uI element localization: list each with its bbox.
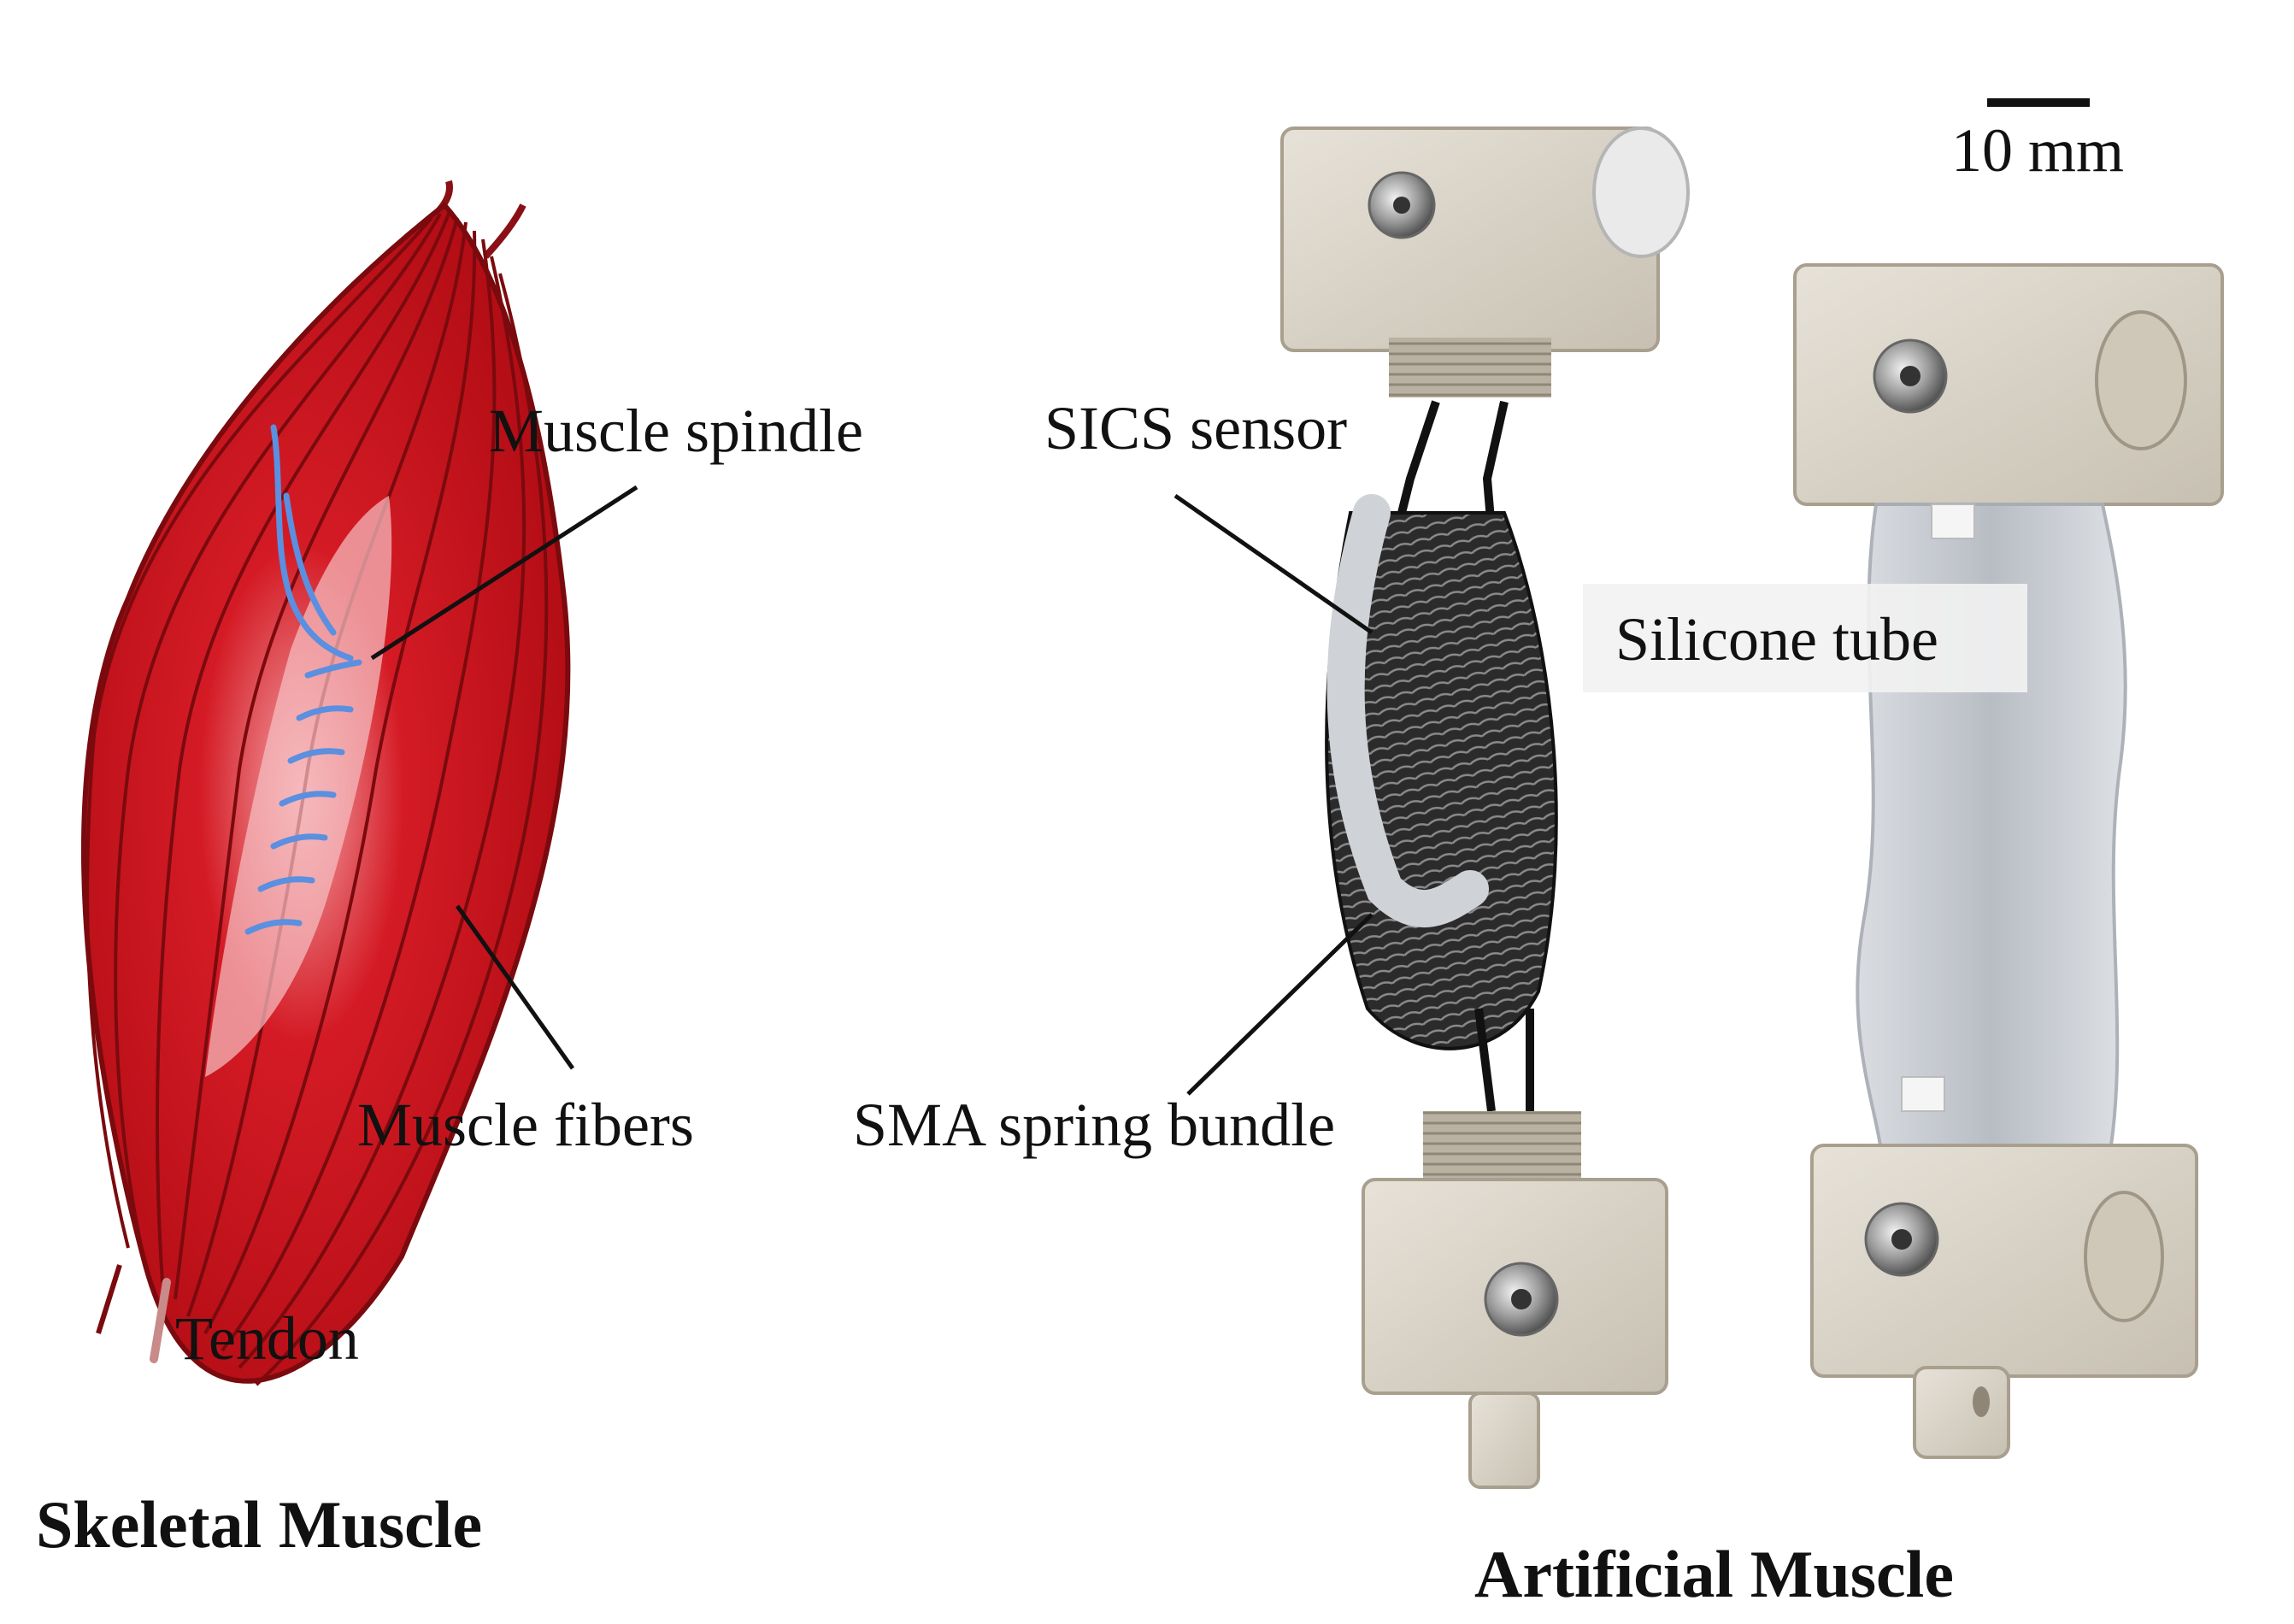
muscle-fibers-leader — [455, 904, 575, 1070]
bottom-screw-hole — [1511, 1289, 1532, 1309]
bottom-fitting-thread — [1423, 1111, 1581, 1180]
tube-bottom-port — [2084, 1191, 2164, 1322]
top-fitting-thread — [1389, 338, 1551, 397]
bottom-tab — [1468, 1392, 1540, 1489]
artificial-muscle-open-photo — [1280, 127, 1690, 1489]
bottom-wire — [1474, 1008, 1496, 1112]
top-cable-tie — [1931, 503, 1975, 539]
artificial-muscle-closed-photo — [1793, 263, 2224, 1459]
tube-top-port — [2095, 310, 2187, 450]
sics-sensor-tube — [1326, 494, 1489, 928]
muscle-spindle-label: Muscle spindle — [489, 397, 863, 465]
top-screw-hole — [1393, 197, 1410, 214]
sma-spring-leader — [1186, 913, 1373, 1096]
skeletal-muscle-illustration — [80, 179, 571, 1386]
silicone-tube-label: Silicone tube — [1615, 605, 1938, 674]
tube-bottom-tab-hole — [1973, 1386, 1990, 1417]
lower-tendon — [150, 1278, 171, 1363]
scale-bar-label: 10 mm — [1951, 116, 2124, 185]
muscle-spindle-nerve — [244, 424, 362, 935]
skeletal-muscle-title: Skeletal Muscle — [36, 1487, 482, 1562]
lower-tendon-strand — [96, 1264, 122, 1334]
bottom-cable-tie — [1901, 1076, 1945, 1112]
artificial-muscle-title: Artificial Muscle — [1474, 1537, 1954, 1611]
muscle-fibers-label: Muscle fibers — [357, 1091, 694, 1159]
tube-bottom-screw-hole — [1891, 1229, 1912, 1250]
top-side-port — [1592, 127, 1690, 258]
silicone-tube-label-bg — [1583, 584, 2027, 692]
tendon-label: Tendon — [175, 1304, 359, 1373]
upper-tendon-strand — [483, 203, 526, 259]
tube-top-screw-hole — [1900, 366, 1920, 386]
muscle-spindle-leader — [370, 485, 638, 661]
tube-bottom-tab — [1913, 1366, 2010, 1459]
muscle-fiber-lines — [85, 213, 549, 1386]
top-wire — [1482, 400, 1509, 531]
sics-sensor-label: SICS sensor — [1044, 394, 1347, 462]
sics-sensor-leader — [1173, 493, 1373, 635]
sma-spring-bundle-label: SMA spring bundle — [853, 1091, 1335, 1159]
top-wire — [1397, 400, 1440, 515]
sma-spring-bundle — [1325, 511, 1558, 1050]
